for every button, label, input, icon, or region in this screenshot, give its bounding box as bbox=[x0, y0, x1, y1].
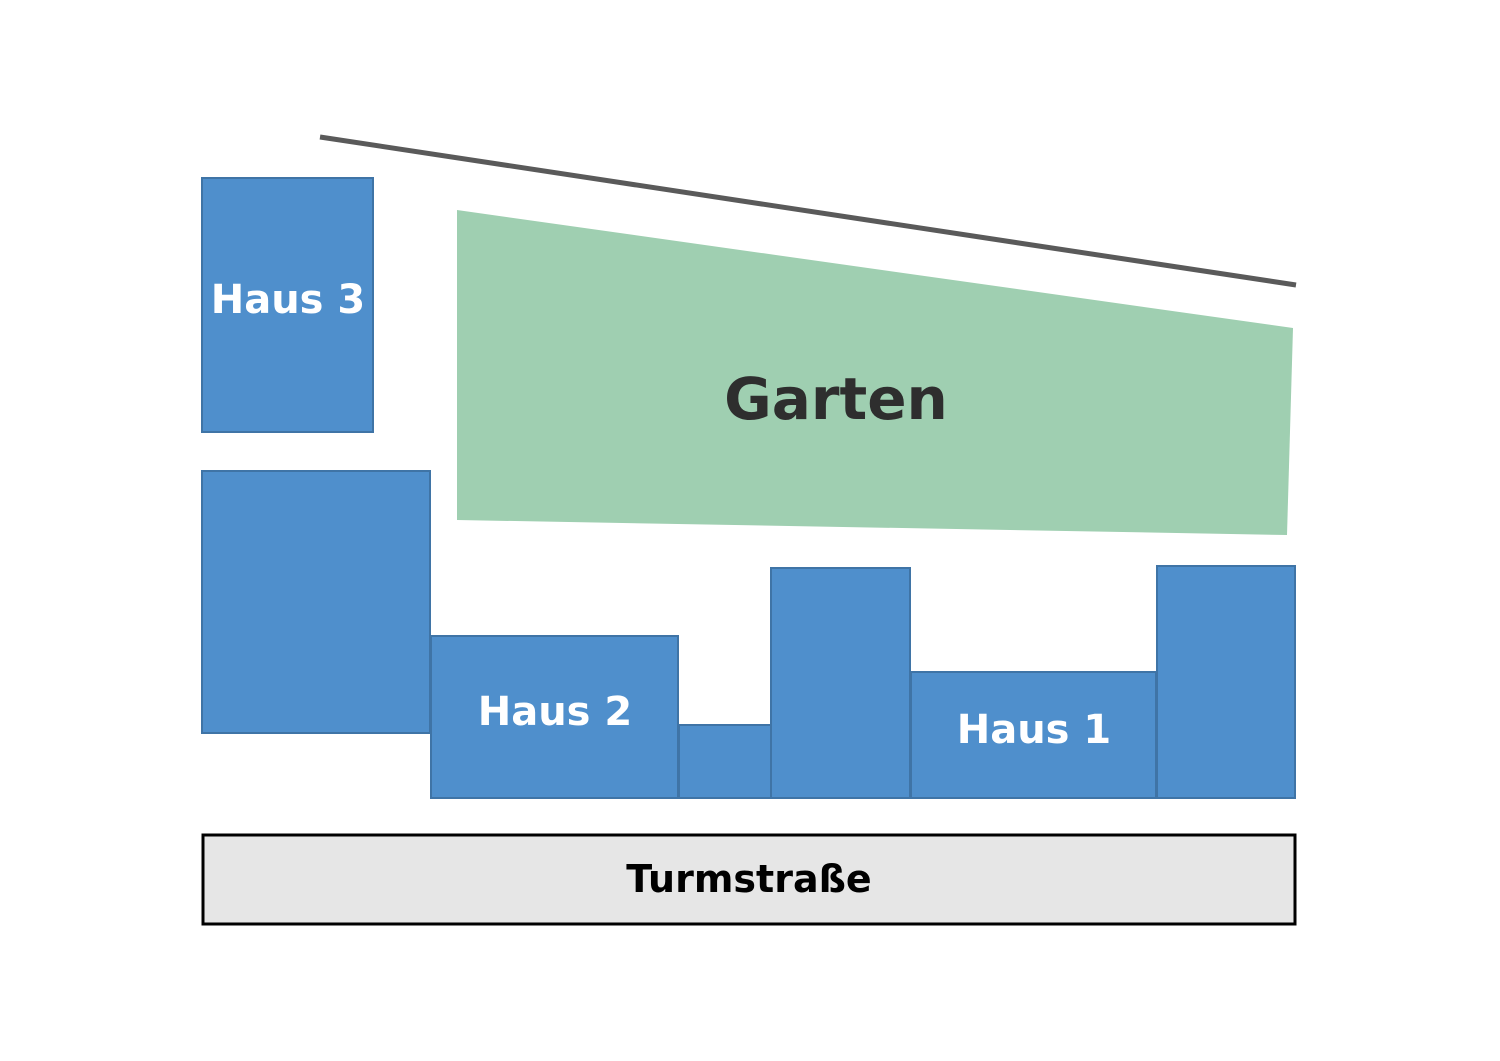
street-label: Turmstraße bbox=[626, 857, 871, 901]
building-haus-2 bbox=[430, 635, 679, 799]
haus-3-label: Haus 3 bbox=[211, 277, 366, 323]
building-right-tall bbox=[1156, 565, 1296, 799]
building-small-connector bbox=[678, 724, 772, 799]
property-boundary-line bbox=[319, 134, 1297, 288]
building-haus-3 bbox=[201, 177, 374, 433]
building-middle-tall bbox=[770, 567, 911, 799]
haus-2-label: Haus 2 bbox=[478, 689, 633, 735]
building-left-unlabeled bbox=[201, 470, 431, 734]
haus-1-label: Haus 1 bbox=[957, 707, 1112, 753]
building-haus-1 bbox=[910, 671, 1157, 799]
street-bar bbox=[201, 833, 1297, 926]
garden-label: Garten bbox=[724, 365, 948, 433]
garden-area bbox=[457, 210, 1293, 535]
